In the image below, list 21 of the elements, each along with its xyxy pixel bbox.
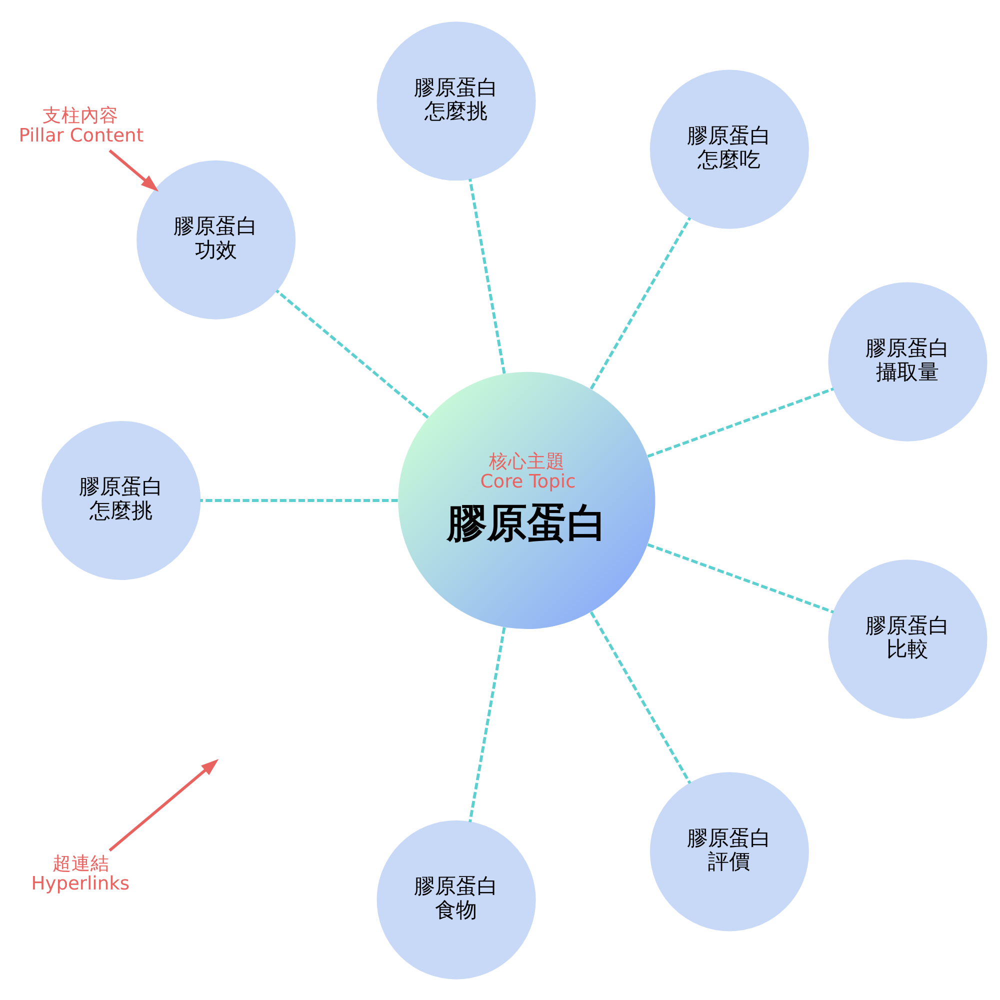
node-circle: 膠原蛋白怎麼挑 [42,420,201,580]
node-circle: 膠原蛋白評價 [650,772,809,931]
node-circle: 膠原蛋白攝取量 [828,282,988,441]
connector [468,178,506,374]
connector [590,610,692,784]
node-circle: 膠原蛋白食物 [376,820,536,979]
node-circle: 核心主題 Core Topic 膠原蛋白 [398,371,656,629]
connector [647,542,834,614]
connector [200,498,398,502]
node-text: 支柱內容 Pillar Content [18,104,144,146]
node-circle: 膠原蛋白功效 [136,160,296,319]
node-text: 超連結 Hyperlinks [31,852,130,894]
connector [276,288,429,418]
connector [468,626,506,822]
connector [590,216,692,390]
node-circle: 膠原蛋白怎麼挑 [376,21,536,180]
arrow [108,758,219,852]
node-circle: 膠原蛋白怎麼吃 [650,69,809,228]
node-circle: 膠原蛋白比較 [828,559,988,718]
connector [647,386,834,458]
arrow [108,148,159,192]
